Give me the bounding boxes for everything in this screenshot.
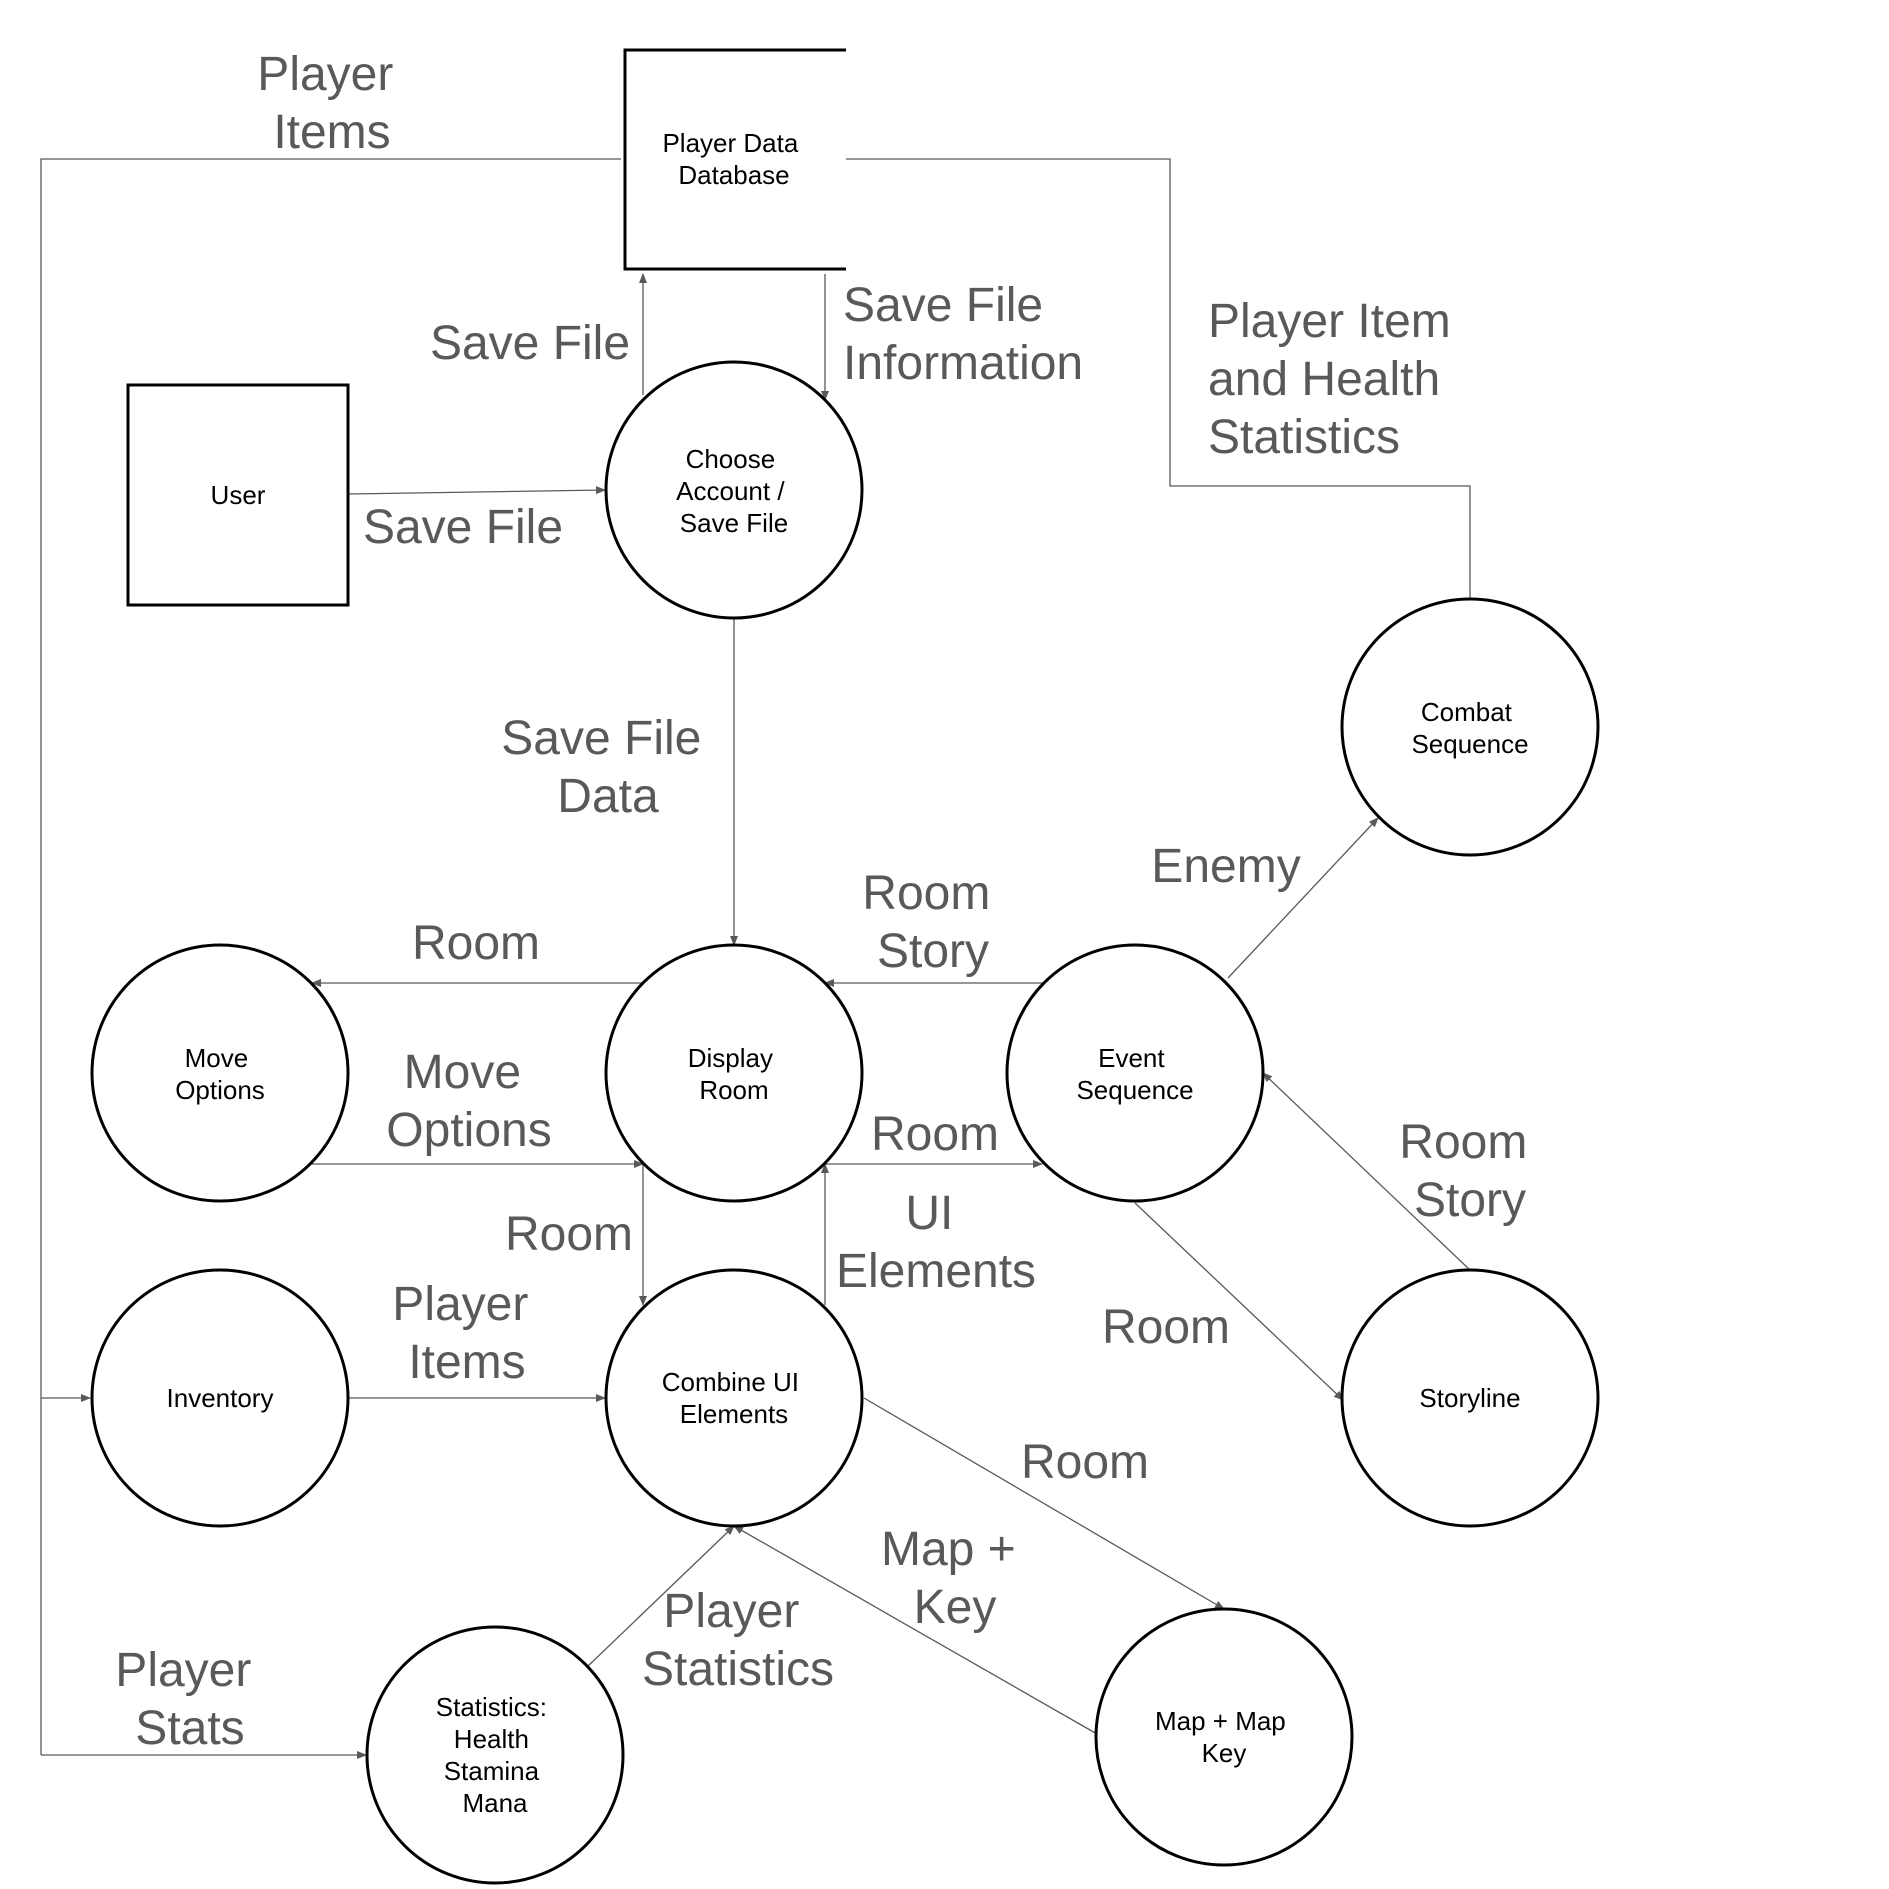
edge-db-left-bus (40, 158, 621, 1755)
map-key-process: Map + Map Key (1094, 1607, 1354, 1867)
flow-label-room-to-storyline: Room (1102, 1301, 1230, 1354)
svg-text:Player Data Database: Player Data Database (662, 128, 805, 190)
user-entity: User (126, 383, 350, 607)
combine-label-2: Elements (680, 1399, 788, 1429)
edge-combat-to-db (811, 155, 1471, 599)
combat-label-2: Sequence (1411, 729, 1528, 759)
svg-text:Choose Account / S: Choose Account / Save File (676, 444, 792, 538)
map-label-1: Map + Map (1155, 1706, 1286, 1736)
stats-label-4: Mana (462, 1788, 528, 1818)
edge-stats-to-combine (586, 1525, 735, 1668)
flow-label-save-file-data: Save File Data (501, 712, 714, 823)
move-label-1: Move (185, 1043, 249, 1073)
display-label-1: Display (688, 1043, 773, 1073)
event-label-2: Sequence (1076, 1075, 1193, 1105)
svg-text:Inventory: Inventory (167, 1383, 274, 1413)
event-label-1: Event (1098, 1043, 1165, 1073)
move-options-process: Move Options (90, 943, 350, 1203)
flow-label-room-to-move: Room (412, 917, 540, 970)
flow-label-room-story-top: Room Story (862, 867, 1003, 978)
flow-label-player-items-inventory: Player Items (392, 1278, 541, 1389)
flow-label-save-file-up: Save File (430, 317, 630, 370)
svg-text:Statistics: Health: Statistics: Health Stamina Mana (436, 1692, 554, 1818)
choose-label-3: Save File (680, 508, 788, 538)
flow-label-move-options: Move Options (386, 1046, 551, 1157)
combat-label-1: Combat (1421, 697, 1513, 727)
display-room-process: Display Room (604, 943, 864, 1203)
choose-label-1: Choose (686, 444, 776, 474)
svg-text:Map + Map Key: Map + Map Key (1155, 1706, 1293, 1768)
flow-label-player-statistics: Player Statistics (642, 1585, 834, 1696)
edge-event-to-storyline (1134, 1202, 1344, 1401)
flow-label-save-file-information: Save File Information (843, 279, 1083, 390)
flow-label-room-to-map: Room (1021, 1436, 1149, 1489)
edge-map-to-combine (733, 1525, 1098, 1735)
svg-text:Move Options: Move Options (175, 1043, 265, 1105)
player-db-label-2: Database (678, 160, 789, 190)
edge-event-to-combat (1227, 817, 1379, 979)
edge-combine-to-map (863, 1397, 1225, 1610)
flow-label-map-key: Map + Key (881, 1523, 1029, 1634)
flow-label-ui-elements: UI Elements (836, 1187, 1036, 1298)
edge-storyline-to-event (1262, 1072, 1471, 1271)
storyline-process: Storyline (1340, 1268, 1600, 1528)
svg-text:Storyline: Storyline (1419, 1383, 1520, 1413)
user-label: User (211, 480, 266, 510)
flow-label-player-items-top: Player Items (257, 48, 406, 159)
stats-label-2: Health (454, 1724, 529, 1754)
edge-user-to-choose (347, 486, 606, 495)
move-label-2: Options (175, 1075, 265, 1105)
svg-text:Combat Sequence: Combat Sequence (1411, 697, 1528, 759)
event-sequence-process: Event Sequence (1005, 943, 1265, 1203)
choose-account-process: Choose Account / Save File (604, 360, 864, 620)
flow-label-player-item-health: Player Item and Health Statistics (1208, 295, 1464, 464)
combine-label-1: Combine UI (662, 1367, 799, 1397)
svg-text:User: User (211, 480, 266, 510)
stats-label-1: Statistics: (436, 1692, 547, 1722)
flow-label-player-stats: Player Stats (115, 1644, 264, 1755)
storyline-label: Storyline (1419, 1383, 1520, 1413)
flow-label-room-story-storyline: Room Story (1399, 1116, 1540, 1227)
map-label-2: Key (1202, 1738, 1247, 1768)
player-data-database-store: Player Data Database (623, 48, 846, 271)
combine-ui-process: Combine UI Elements (604, 1268, 864, 1528)
inventory-process: Inventory (90, 1268, 350, 1528)
flow-label-room-to-event: Room (871, 1108, 999, 1161)
combat-sequence-process: Combat Sequence (1340, 597, 1600, 857)
stats-label-3: Stamina (444, 1756, 540, 1786)
flow-label-enemy: Enemy (1151, 840, 1300, 893)
svg-text:Combine UI Elements: Combine UI Elements (662, 1367, 807, 1429)
inventory-label: Inventory (167, 1383, 274, 1413)
player-db-label-1: Player Data (662, 128, 798, 158)
flow-label-save-file-user: Save File (363, 501, 563, 554)
flow-label-room-down: Room (505, 1208, 633, 1261)
statistics-process: Statistics: Health Stamina Mana (365, 1625, 625, 1885)
svg-text:Display Room: Display Room (688, 1043, 780, 1105)
svg-text:Event Sequence: Event Sequence (1076, 1043, 1193, 1105)
choose-label-2: Account / (676, 476, 785, 506)
display-label-2: Room (699, 1075, 768, 1105)
